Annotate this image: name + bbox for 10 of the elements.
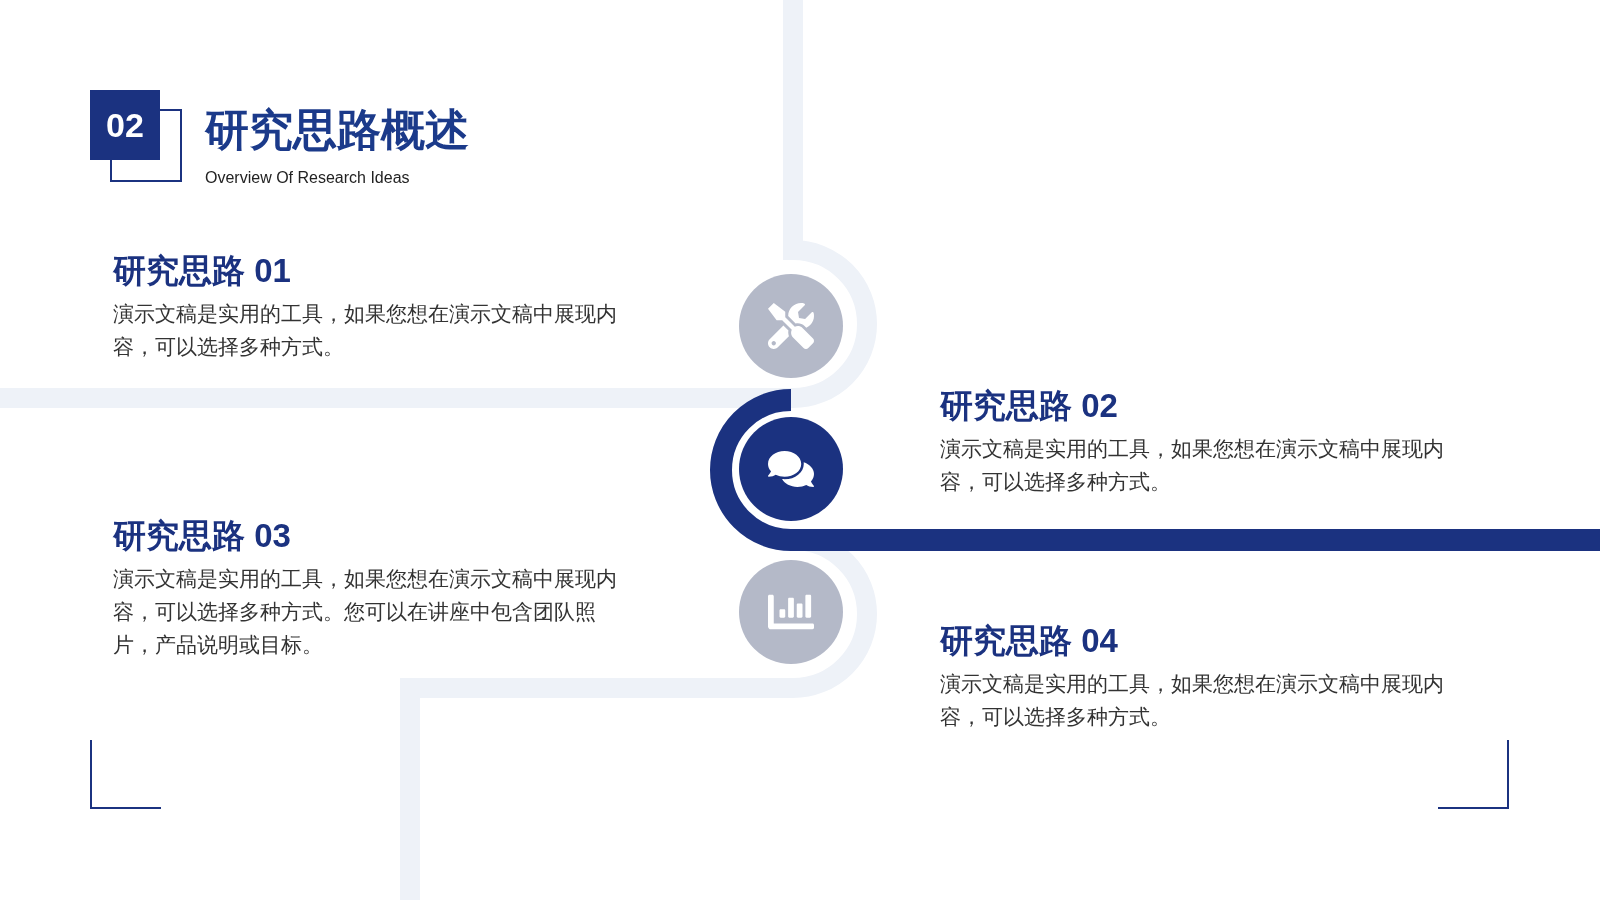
- section-heading: 研究思路 01: [113, 251, 292, 291]
- section-heading: 研究思路 03: [113, 516, 292, 556]
- section-heading: 研究思路 04: [940, 621, 1119, 661]
- section-text: 演示文稿是实用的工具，如果您想在演示文稿中展现内容，可以选择多种方式。您可以在讲座中包含团队照片，产品说明或目标。: [113, 566, 618, 659]
- title: 研究思路概述: [205, 108, 469, 152]
- section-text: 演示文稿是实用的工具，如果您想在演示文稿中展现内容，可以选择多种方式。: [113, 301, 618, 361]
- subtitle: Overview Of Research Ideas: [205, 168, 410, 188]
- section-text: 演示文稿是实用的工具，如果您想在演示文稿中展现内容，可以选择多种方式。: [940, 436, 1445, 496]
- section-heading: 研究思路 02: [940, 386, 1119, 426]
- section-text: 演示文稿是实用的工具，如果您想在演示文稿中展现内容，可以选择多种方式。: [940, 671, 1445, 731]
